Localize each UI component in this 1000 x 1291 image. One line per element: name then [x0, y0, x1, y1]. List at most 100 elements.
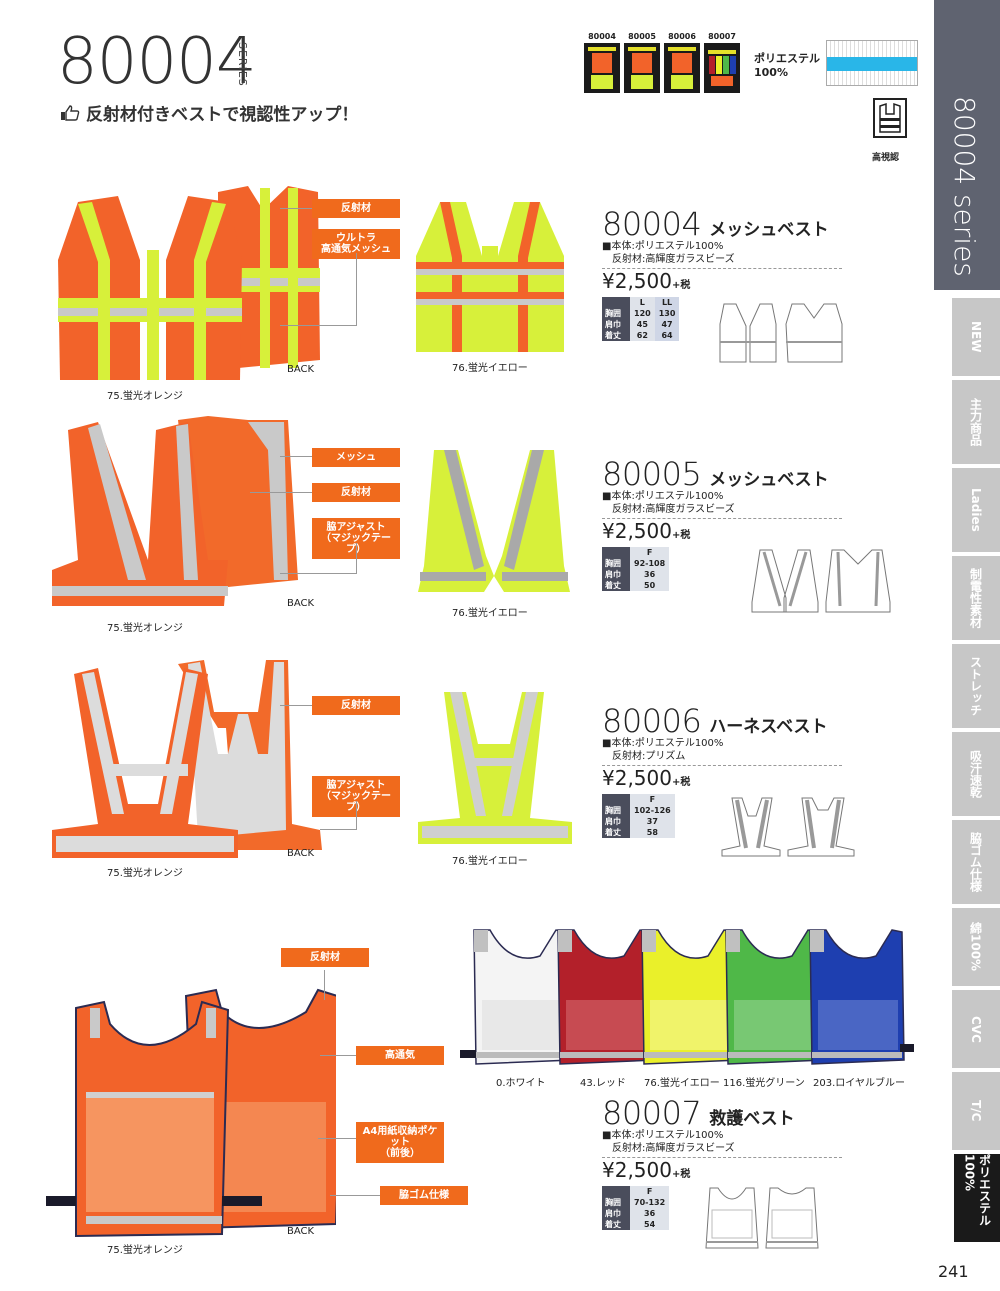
- vest-yellow: [641, 929, 741, 1065]
- price-tax: +税: [671, 530, 691, 541]
- size-value: 37: [630, 816, 675, 827]
- spec-reflector: 反射材:プリズム: [612, 751, 686, 762]
- sidebar-title: 80004 series: [948, 96, 981, 277]
- vest-80007-color-variants: [460, 929, 914, 1065]
- color-thumb: 80007: [704, 32, 740, 93]
- leader-line: [280, 573, 357, 574]
- price: ¥2,500+税: [602, 519, 842, 543]
- size-value: 62: [630, 330, 655, 341]
- callout-reflector: 反射材: [312, 696, 400, 715]
- product-name: メッシュベスト: [709, 220, 829, 240]
- size-value: 92-108: [630, 558, 670, 569]
- vest-80004-flat-drawing: [719, 303, 843, 363]
- tab-new[interactable]: NEW: [952, 296, 1000, 376]
- price: ¥2,500+税: [602, 766, 842, 790]
- spec-body: ■本体:ポリエステル100%: [602, 738, 724, 749]
- series-word: SERIES: [236, 42, 249, 87]
- caption-orange: 75.蛍光オレンジ: [107, 1245, 183, 1256]
- tab-side-elastic[interactable]: 脇ゴム仕様: [952, 818, 1000, 904]
- thumbs-up-icon: [61, 104, 80, 121]
- material-line2: 100%: [754, 66, 788, 79]
- size-header: F: [630, 1186, 670, 1197]
- caption-orange: 75.蛍光オレンジ: [107, 391, 183, 402]
- fabric-swatch: [826, 40, 918, 86]
- leader-line: [356, 253, 357, 325]
- high-visibility-label: 高視認: [872, 153, 900, 163]
- vest-blue: [809, 929, 905, 1065]
- row-label: 着丈: [602, 1219, 630, 1230]
- tab-ladies[interactable]: Ladies: [952, 466, 1000, 552]
- tab-cvc[interactable]: CVC: [952, 988, 1000, 1068]
- tab-polyester[interactable]: ポリエステル100%: [954, 1152, 1000, 1242]
- row-label: 肩巾: [602, 1208, 630, 1219]
- leader-line: [356, 543, 357, 573]
- callout-reflector: 反射材: [312, 199, 400, 218]
- product-code: 80006: [602, 702, 702, 740]
- leader-line: [250, 492, 312, 493]
- leader-line: [324, 970, 325, 1000]
- vest-green: [725, 929, 825, 1065]
- callout-a4-pocket: A4用紙収納ポケット （前後）: [356, 1122, 444, 1163]
- leader-line: [280, 705, 312, 706]
- leader-line: [280, 208, 312, 209]
- caption-green: 116.蛍光グリーン: [723, 1078, 805, 1089]
- color-thumb: 80004: [584, 32, 620, 93]
- row-label: 着丈: [602, 827, 630, 838]
- color-thumbnails: 80004 80005 80006 80007: [584, 32, 740, 93]
- tab-stretch[interactable]: ストレッチ: [952, 642, 1000, 728]
- vest-80006-orange-image: [52, 660, 322, 858]
- vest-80004-yellow-image: [416, 202, 564, 352]
- tab-antistatic[interactable]: 制電性素材: [952, 554, 1000, 640]
- leader-line: [320, 1055, 356, 1056]
- callout-reflector: 反射材: [281, 948, 369, 967]
- dotted-divider: [602, 765, 842, 766]
- row-label: 胸囲: [602, 558, 630, 569]
- row-label: 肩巾: [602, 319, 630, 330]
- caption-white: 0.ホワイト: [496, 1078, 546, 1089]
- spec-body: ■本体:ポリエステル100%: [602, 1130, 724, 1141]
- product-code: 80007: [602, 1094, 702, 1132]
- spec-body: ■本体:ポリエステル100%: [602, 241, 724, 252]
- caption-red: 43.レッド: [580, 1078, 626, 1089]
- leader-line: [318, 1138, 356, 1139]
- vest-80005-orange-image: [52, 416, 298, 606]
- price-tax: +税: [671, 280, 691, 291]
- size-header: F: [630, 794, 675, 805]
- size-header: LL: [654, 297, 680, 308]
- tagline-text: 反射材付きベストで視認性アップ！: [86, 105, 359, 125]
- caption-back: BACK: [287, 364, 315, 375]
- row-label: 肩巾: [602, 816, 630, 827]
- size-value: 50: [630, 580, 670, 591]
- color-thumb: 80006: [664, 32, 700, 93]
- vest-white: [473, 929, 573, 1065]
- leader-line: [320, 829, 357, 830]
- thumb-code: 80006: [668, 32, 696, 41]
- row-label: 肩巾: [602, 569, 630, 580]
- tab-quick-dry[interactable]: 吸汗速乾: [952, 730, 1000, 816]
- caption-orange: 75.蛍光オレンジ: [107, 623, 183, 634]
- size-value: 54: [630, 1219, 670, 1230]
- sidebar-header: 80004 series: [934, 0, 1000, 290]
- caption-blue: 203.ロイヤルブルー: [813, 1078, 905, 1089]
- caption-back: BACK: [287, 848, 315, 859]
- price-value: ¥2,500: [602, 269, 672, 293]
- tab-tc[interactable]: T/C: [952, 1070, 1000, 1150]
- price-tax: +税: [671, 777, 691, 788]
- vest-80007-orange-image: [46, 988, 336, 1238]
- callout-mesh: メッシュ: [312, 448, 400, 467]
- caption-yellow: 76.蛍光イエロー: [452, 856, 528, 867]
- product-code: 80004: [602, 205, 702, 243]
- product-name: 救護ベスト: [709, 1109, 795, 1129]
- caption-yellow: 76.蛍光イエロー: [452, 608, 528, 619]
- dotted-divider: [602, 518, 842, 519]
- color-thumb: 80005: [624, 32, 660, 93]
- row-label: 胸囲: [602, 1197, 630, 1208]
- tab-cotton[interactable]: 綿100%: [952, 906, 1000, 986]
- tab-main-products[interactable]: 主力商品: [952, 378, 1000, 464]
- high-visibility-icon: [873, 98, 907, 138]
